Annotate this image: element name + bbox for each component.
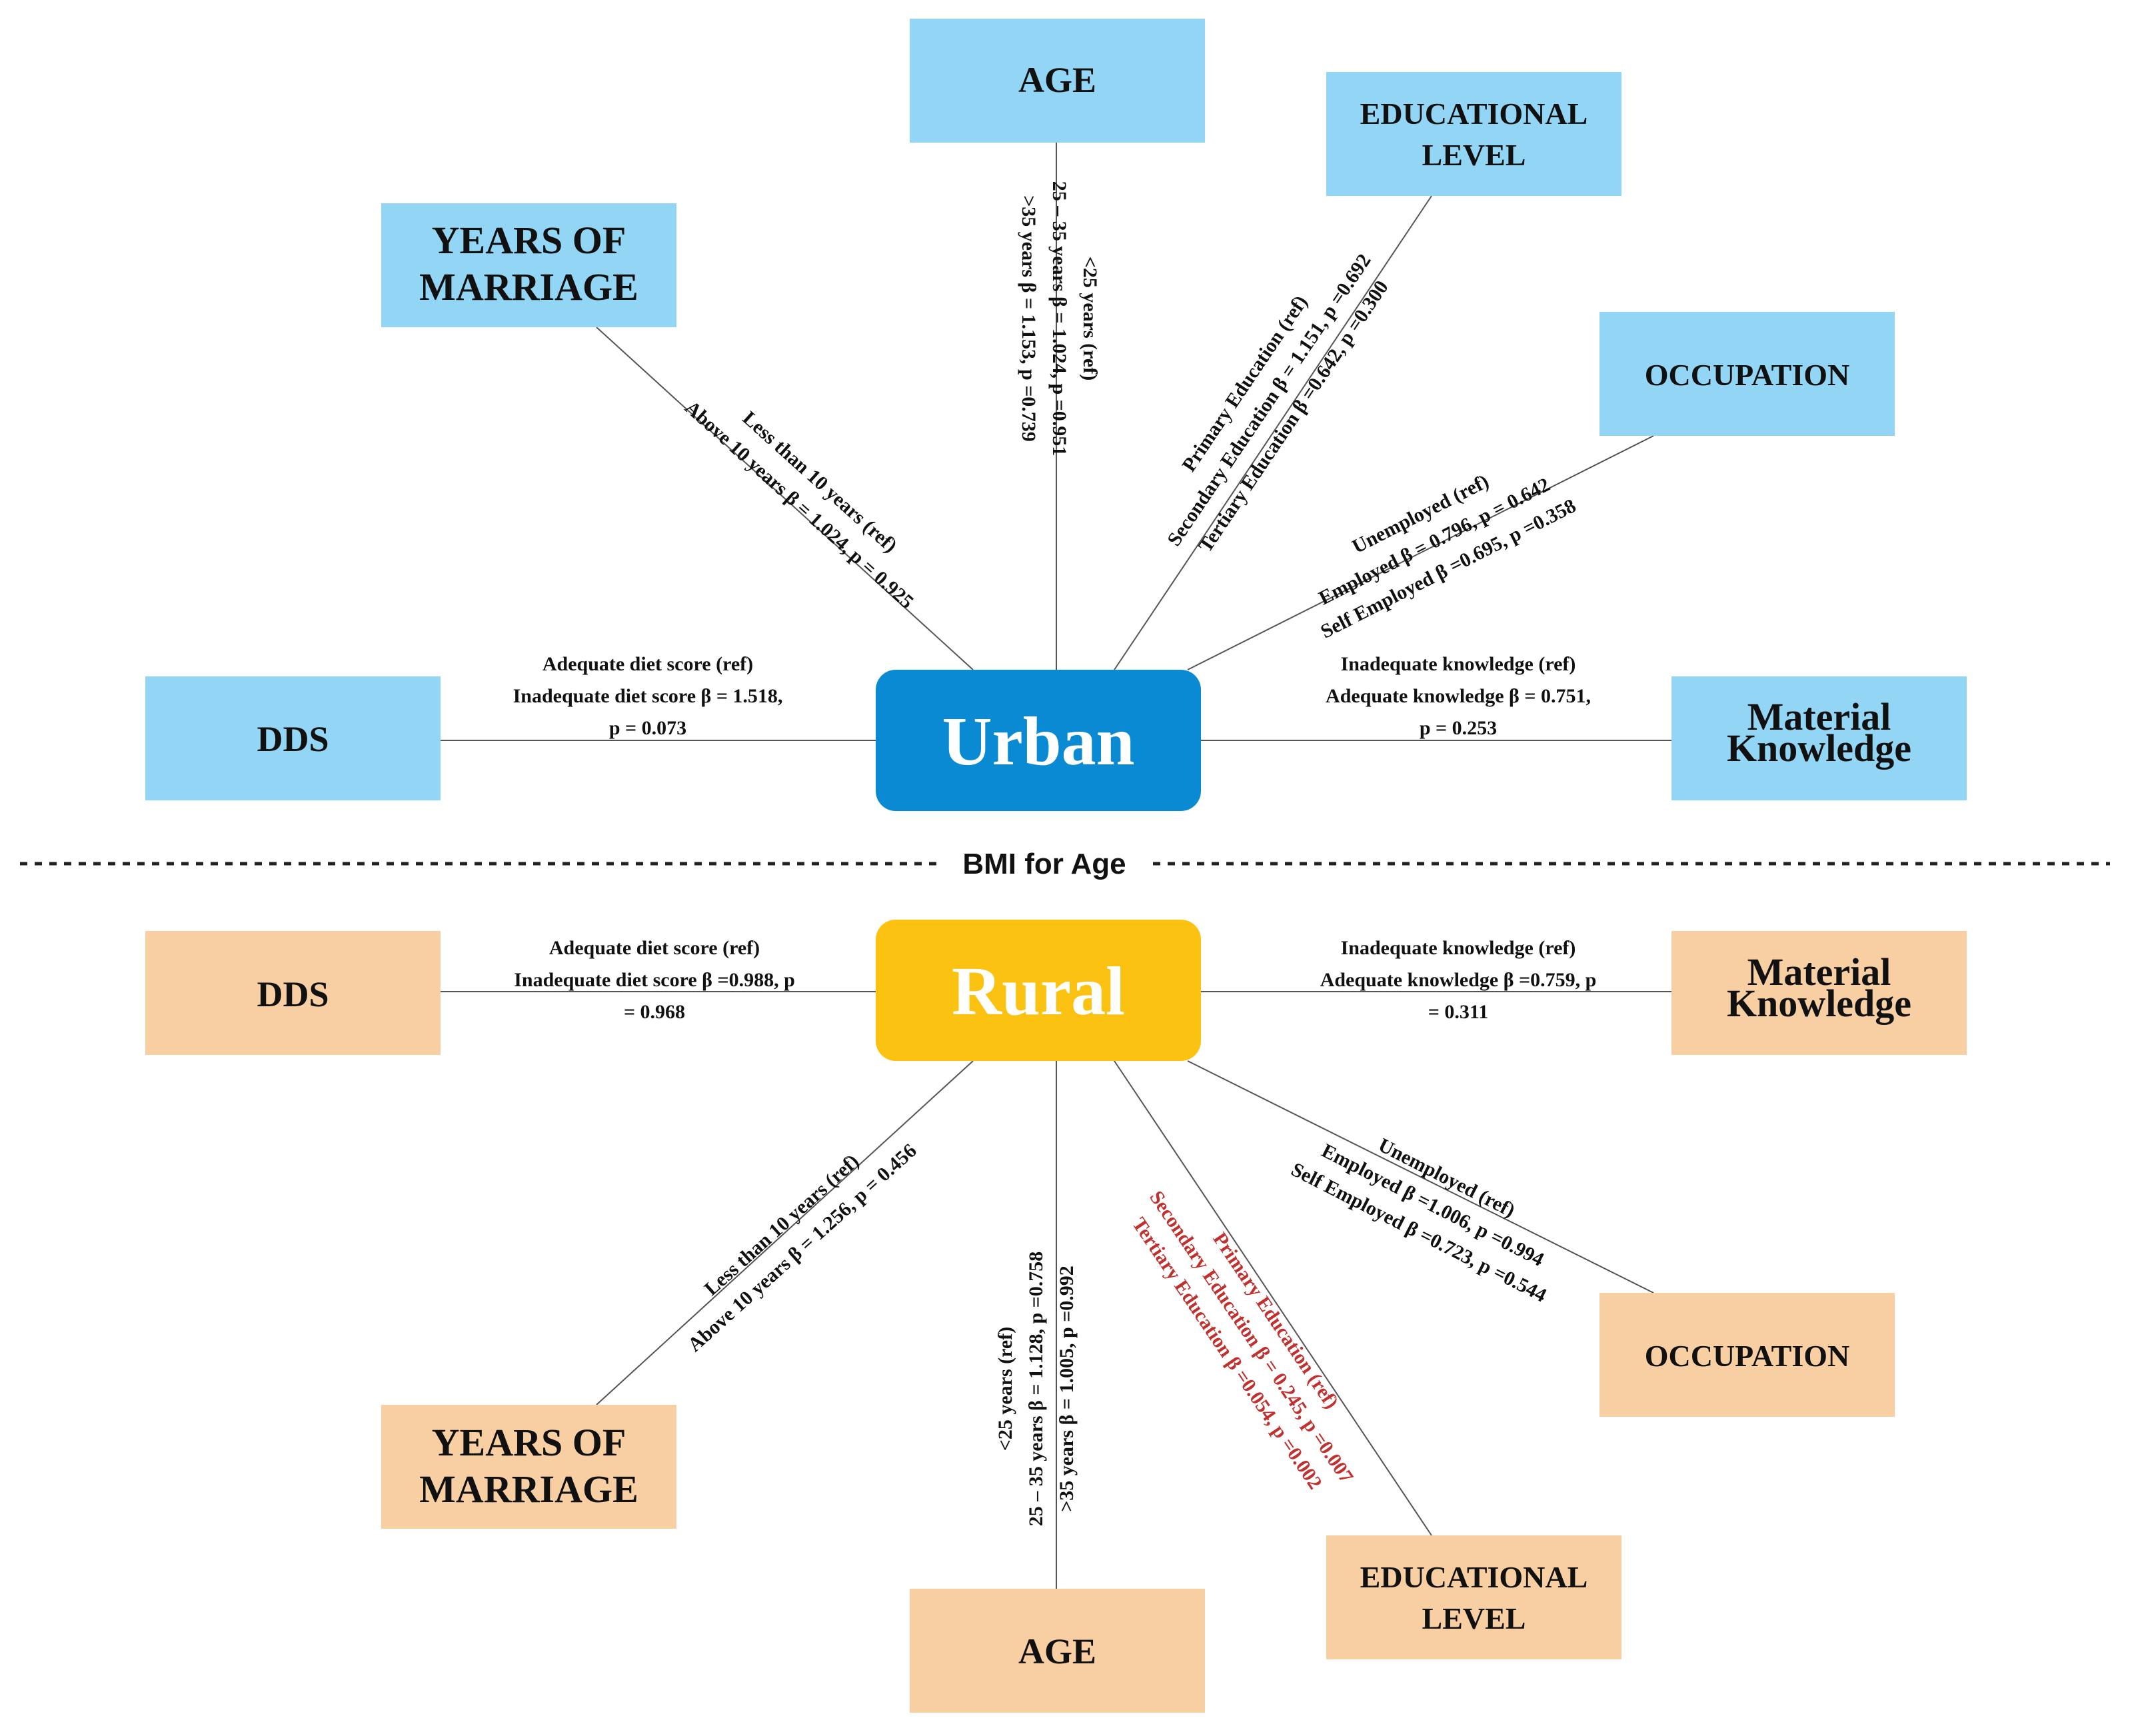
urban-node-label-educational-level: EDUCATIONAL <box>1360 97 1588 131</box>
urban-node-label-material-knowledge: Material <box>1747 695 1891 738</box>
rural-node-box-educational-level <box>1326 1535 1621 1659</box>
rural-edge-label-educational-level: Primary Education (ref)Secondary Educati… <box>1128 1187 1358 1493</box>
urban-node-label-material-knowledge: Knowledge <box>1727 726 1911 770</box>
rural-node-box-material-knowledge <box>1671 931 1967 1055</box>
rural-edge-text-age: <25 years (ref) <box>994 1327 1016 1451</box>
rural-node-label-material-knowledge: Material <box>1747 950 1891 994</box>
urban-hub-box <box>876 670 1201 811</box>
rural-edge-label-years-of-marriage: Less than 10 years (ref)Above 10 years β… <box>684 1140 921 1356</box>
urban-node-label-years-of-marriage: MARRIAGE <box>419 265 638 309</box>
rural-node-label-age: AGE <box>1018 1631 1096 1671</box>
urban-node-box-material-knowledge <box>1671 676 1967 800</box>
rural-node-label-years-of-marriage: MARRIAGE <box>419 1467 638 1511</box>
rural-edge-label-material-knowledge: Inadequate knowledge (ref) Adequate knowl… <box>1320 937 1597 1023</box>
urban-edge-text-educational-level: Secondary Education β = 1.151, p =0.692 <box>1163 250 1376 550</box>
rural-node-age: AGE <box>910 1589 1205 1713</box>
divider-label: BMI for Age <box>962 848 1126 880</box>
urban-edge-label-dds: Adequate diet score (ref) Inadequate diet… <box>513 653 783 739</box>
rural-node-label-educational-level: LEVEL <box>1422 1601 1526 1635</box>
rural-edge-text-dds: = 0.968 <box>624 1001 685 1023</box>
rural-edge-label-age: <25 years (ref) 25 – 35 years β = 1.128, … <box>994 1252 1078 1527</box>
rural-edge-text-material-knowledge: Inadequate knowledge (ref) <box>1341 937 1576 959</box>
urban-hub-label: Urban <box>942 703 1135 780</box>
rural-edge-text-material-knowledge: Adequate knowledge β =0.759, p <box>1320 969 1597 991</box>
rural-node-box-occupation <box>1599 1293 1895 1417</box>
rural-edge-text-educational-level: Secondary Education β = 0.245, p =0.007 <box>1145 1187 1358 1487</box>
rural-node-dds: DDS <box>145 931 441 1055</box>
rural-node-label-material-knowledge: Knowledge <box>1727 982 1911 1025</box>
urban-node-box-age <box>910 19 1205 143</box>
urban-edge-text-dds: Adequate diet score (ref) <box>542 653 753 675</box>
rural-edge-text-age: 25 – 35 years β = 1.128, p =0.758 <box>1025 1252 1047 1527</box>
rural-hub-box <box>876 920 1201 1061</box>
rural-node-box-dds <box>145 931 441 1055</box>
urban-node-age: AGE <box>910 19 1205 143</box>
urban-node-box-dds <box>145 676 441 800</box>
urban-connector-years-of-marriage <box>596 327 974 670</box>
urban-edge-text-dds: Inadequate diet score β = 1.518, <box>513 685 783 707</box>
urban-edge-text-material-knowledge: Adequate knowledge β = 0.751, <box>1326 685 1591 707</box>
urban-edge-text-age: <25 years (ref) <box>1079 257 1101 381</box>
rural-edge-text-material-knowledge: = 0.311 <box>1428 1001 1488 1023</box>
urban-node-educational-level: EDUCATIONAL LEVEL <box>1326 72 1621 196</box>
urban-node-label-age: AGE <box>1018 60 1096 100</box>
rural-edge-label-occupation: Unemployed (ref)Employed β =1.006, p =0.… <box>1288 1134 1550 1307</box>
urban-edge-text-material-knowledge: Inadequate knowledge (ref) <box>1341 653 1576 675</box>
urban-edge-label-material-knowledge: Inadequate knowledge (ref) Adequate knowl… <box>1326 653 1591 739</box>
urban-node-label-educational-level: LEVEL <box>1422 138 1526 172</box>
rural-node-occupation: OCCUPATION <box>1599 1293 1895 1417</box>
urban-edge-text-age: 25 – 35 years β = 1.024, p =0.951 <box>1048 181 1070 456</box>
rural-connector-years-of-marriage <box>596 1060 974 1405</box>
urban-edge-label-occupation: Unemployed (ref)Employed β = 0.796, p = … <box>1316 470 1580 643</box>
urban-node-label-dds: DDS <box>257 719 329 759</box>
urban-node-box-educational-level <box>1326 72 1621 196</box>
urban-edge-text-dds: p = 0.073 <box>609 717 686 739</box>
urban-edge-text-years-of-marriage: Above 10 years β = 1.024, p = 0.925 <box>680 397 918 613</box>
rural-node-label-dds: DDS <box>257 974 329 1014</box>
urban-connector-educational-level <box>1114 195 1432 670</box>
rural-node-box-age <box>910 1589 1205 1713</box>
rural-edge-text-dds: Adequate diet score (ref) <box>549 937 760 959</box>
urban-node-box-occupation <box>1599 312 1895 436</box>
rural-hub: Rural <box>876 920 1201 1061</box>
rural-edge-text-dds: Inadequate diet score β =0.988, p <box>514 969 795 991</box>
urban-hub: Urban <box>876 670 1201 811</box>
urban-edge-label-age: <25 years (ref) 25 – 35 years β = 1.024, … <box>1018 181 1101 456</box>
urban-node-dds: DDS <box>145 676 441 800</box>
rural-edge-text-years-of-marriage: Above 10 years β = 1.256, p = 0.456 <box>684 1140 921 1356</box>
divider: BMI for Age <box>20 848 2110 880</box>
rural-node-box-years-of-marriage <box>381 1405 676 1529</box>
urban-edge-text-material-knowledge: p = 0.253 <box>1420 717 1497 739</box>
urban-node-label-occupation: OCCUPATION <box>1645 358 1850 392</box>
urban-node-label-years-of-marriage: YEARS OF <box>432 219 626 262</box>
urban-node-box-years-of-marriage <box>381 203 676 327</box>
rural-node-label-occupation: OCCUPATION <box>1645 1339 1850 1373</box>
rural-edge-text-age: >35 years β = 1.005, p =0.992 <box>1056 1266 1078 1512</box>
connector-lines <box>441 143 1671 1589</box>
urban-node-occupation: OCCUPATION <box>1599 312 1895 436</box>
rural-node-educational-level: EDUCATIONAL LEVEL <box>1326 1535 1621 1659</box>
urban-edge-label-educational-level: Primary Education (ref)Secondary Educati… <box>1163 250 1393 556</box>
rural-edge-label-dds: Adequate diet score (ref) Inadequate diet… <box>514 937 795 1023</box>
urban-edge-text-age: >35 years β = 1.153, p =0.739 <box>1018 195 1040 442</box>
rural-connector-occupation <box>1187 1060 1654 1294</box>
urban-connector-occupation <box>1187 435 1654 670</box>
urban-edge-label-years-of-marriage: Less than 10 years (ref)Above 10 years β… <box>680 397 918 613</box>
rural-connector-educational-level <box>1114 1060 1432 1536</box>
rural-node-label-educational-level: EDUCATIONAL <box>1360 1560 1588 1594</box>
rural-hub-label: Rural <box>952 953 1125 1030</box>
rural-node-label-years-of-marriage: YEARS OF <box>432 1421 626 1464</box>
